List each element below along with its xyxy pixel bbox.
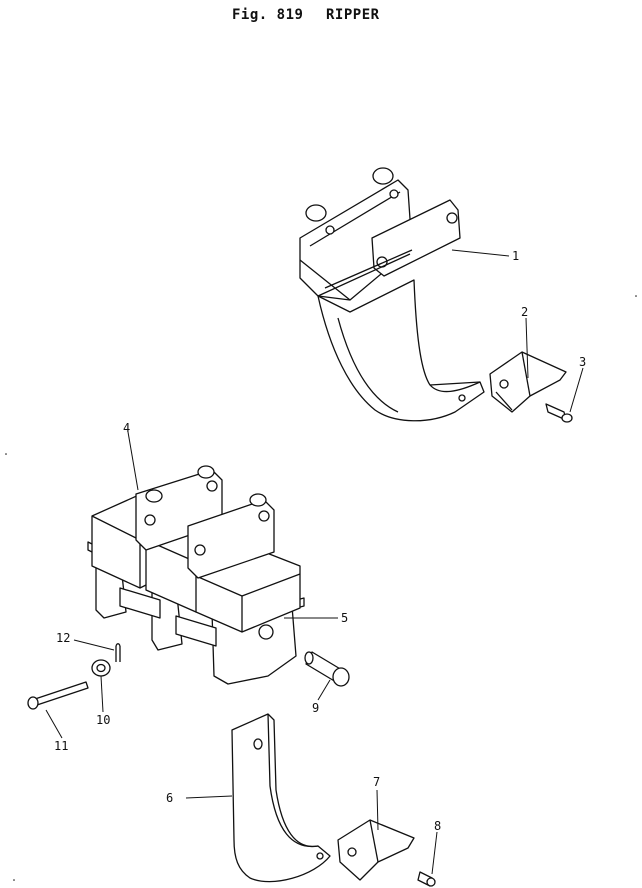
figure-title: Fig. 819 RIPPER [232, 7, 380, 23]
callout-11: 11 [54, 739, 68, 753]
callout-9: 9 [312, 701, 319, 715]
callout-4: 4 [123, 421, 130, 435]
callout-2: 2 [521, 305, 528, 319]
part-11-bolt-drawing [27, 681, 89, 710]
figure-number: Fig. 819 [232, 7, 303, 23]
part-1-shank-drawing [299, 167, 485, 422]
part-9-pin-drawing [304, 651, 350, 687]
part-8-pin-drawing [417, 871, 436, 887]
scan-specks [5, 295, 637, 881]
leader-lines [45, 249, 584, 875]
callout-6: 6 [166, 791, 173, 805]
part-4-frame-drawing [87, 465, 305, 685]
callout-10: 10 [96, 713, 110, 727]
part-10-washer-drawing [91, 659, 111, 677]
callout-labels: 1 2 3 4 5 6 7 8 9 10 11 12 [54, 249, 586, 833]
part-12-cotter-drawing [115, 643, 121, 662]
part-2-tooth-drawing [489, 351, 567, 413]
callout-5: 5 [341, 611, 348, 625]
callout-3: 3 [579, 355, 586, 369]
part-7-tooth-drawing [337, 819, 415, 881]
part-3-pin-drawing [545, 403, 573, 423]
callout-12: 12 [56, 631, 70, 645]
figure-title-text: RIPPER [326, 7, 380, 23]
callout-7: 7 [373, 775, 380, 789]
callout-1: 1 [512, 249, 519, 263]
part-6-shank-drawing [231, 713, 331, 883]
callout-8: 8 [434, 819, 441, 833]
